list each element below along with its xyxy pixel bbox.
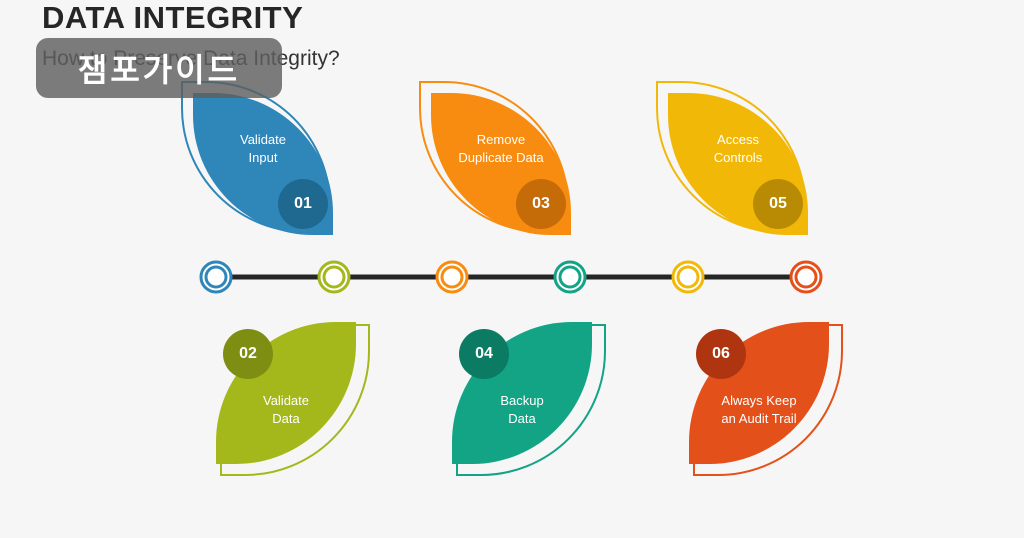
step-number-badge: 01 [278, 179, 328, 229]
timeline-dot-03 [435, 260, 469, 294]
watermark-overlay: 잼포가이드 [36, 38, 282, 98]
slide-title: DATA INTEGRITY [42, 0, 304, 35]
timeline-dot-02 [317, 260, 351, 294]
step-number-badge: 04 [459, 329, 509, 379]
timeline-dot-05 [671, 260, 705, 294]
timeline-dot-01 [199, 260, 233, 294]
timeline-dot-06 [789, 260, 823, 294]
step-number-badge: 06 [696, 329, 746, 379]
step-number-badge: 05 [753, 179, 803, 229]
step-number-badge: 02 [223, 329, 273, 379]
timeline-dot-04 [553, 260, 587, 294]
step-number-badge: 03 [516, 179, 566, 229]
